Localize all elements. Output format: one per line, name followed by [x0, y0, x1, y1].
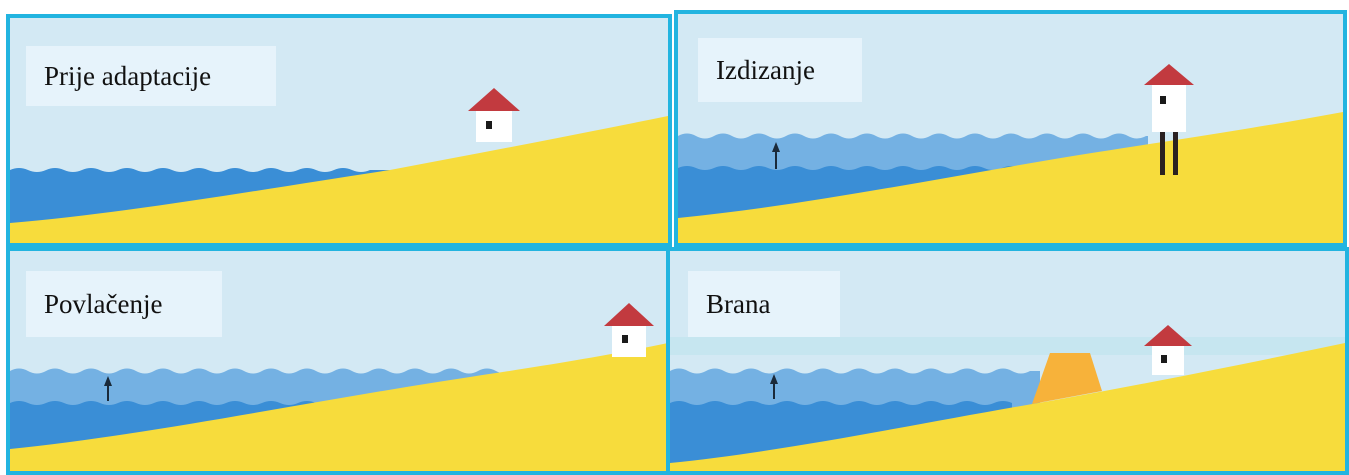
- stilt-left: [1160, 130, 1165, 175]
- house-body: [1152, 345, 1184, 375]
- house-body: [1152, 84, 1186, 132]
- panel-dam: Brana: [666, 247, 1349, 475]
- house-window: [1160, 96, 1166, 104]
- panel-elevation: Izdizanje: [674, 10, 1347, 247]
- panel-retreat: Povlačenje: [6, 247, 672, 475]
- stilt-right: [1173, 130, 1178, 175]
- house-window: [1161, 355, 1167, 363]
- house-body: [612, 325, 646, 357]
- panel-label: Izdizanje: [698, 38, 862, 102]
- house-window: [486, 121, 492, 129]
- panel-label: Brana: [688, 271, 840, 337]
- house-window: [622, 335, 628, 343]
- horizon-haze: [670, 337, 1345, 355]
- panel-before-adaptation: Prije adaptacije: [6, 14, 672, 247]
- panel-label: Povlačenje: [26, 271, 222, 337]
- panel-label: Prije adaptacije: [26, 46, 276, 106]
